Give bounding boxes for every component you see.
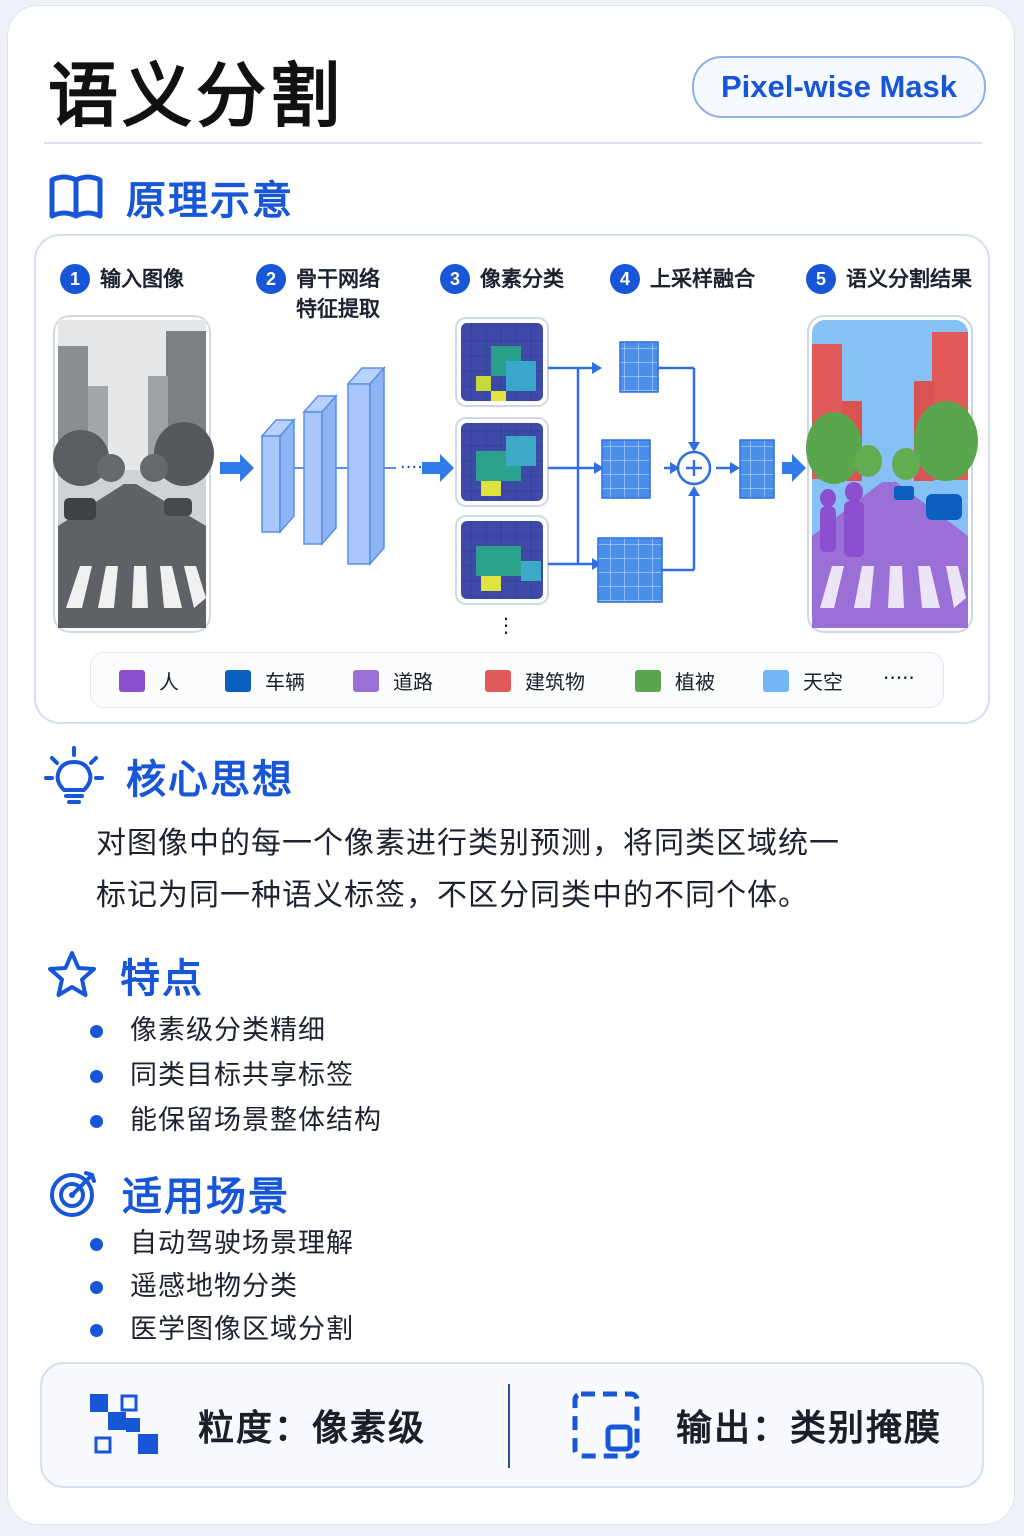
features-list: 像素级分类精细 同类目标共享标签 能保留场景整体结构 xyxy=(88,1008,382,1143)
core-description-line: 对图像中的每一个像素进行类别预测，将同类区域统一 xyxy=(96,826,840,861)
step-number: 2 xyxy=(256,264,286,294)
upsample-grids xyxy=(597,341,775,603)
legend-label: 天空 xyxy=(803,670,843,694)
pixel-grid-icon xyxy=(90,1394,158,1454)
legend-item-sky: 天空 xyxy=(763,666,843,695)
output-text: 输出：类别掩膜 xyxy=(676,1408,943,1449)
step-number: 1 xyxy=(60,264,90,294)
step-label: 语义分割结果 xyxy=(846,267,972,291)
input-image xyxy=(53,315,214,633)
arrow-icon xyxy=(782,454,806,482)
legend-label: 植被 xyxy=(675,670,715,694)
step-label: 骨干网络 xyxy=(296,267,380,291)
book-icon xyxy=(49,174,103,219)
page-title: 语义分割 xyxy=(48,55,344,137)
pixel-class-maps: ⋮ xyxy=(455,317,549,637)
features-heading-text: 特点 xyxy=(120,956,204,1002)
arrow-icon xyxy=(422,454,454,482)
legend-swatch xyxy=(635,669,661,692)
summary-divider xyxy=(508,1384,510,1468)
step-number: 4 xyxy=(610,264,640,294)
features-heading: 特点 xyxy=(46,946,204,1004)
class-legend: 人 车辆 道路 建筑物 植被 天空 ····· xyxy=(90,652,944,708)
legend-label: 车辆 xyxy=(265,670,305,694)
svg-text:⋮: ⋮ xyxy=(496,613,516,637)
principle-heading-text: 原理示意 xyxy=(126,178,294,224)
list-item: 遥感地物分类 xyxy=(88,1265,354,1308)
star-icon xyxy=(48,951,96,997)
scenarios-heading: 适用场景 xyxy=(48,1164,290,1222)
list-item: 能保留场景整体结构 xyxy=(88,1098,382,1143)
legend-swatch xyxy=(353,669,379,692)
granularity-summary: 粒度：像素级 xyxy=(88,1364,426,1486)
legend-swatch xyxy=(763,669,789,692)
mode-badge: Pixel-wise Mask xyxy=(692,56,986,118)
fusion-connectors xyxy=(548,366,730,572)
pipeline-graphic: ···· ⋮ xyxy=(53,315,978,637)
summary-panel: 粒度：像素级 输出：类别掩膜 xyxy=(40,1362,984,1488)
step-label: 输入图像 xyxy=(100,267,184,291)
mask-selection-icon xyxy=(572,1391,640,1459)
segmentation-result-image xyxy=(806,315,978,633)
list-item: 自动驾驶场景理解 xyxy=(88,1222,354,1265)
legend-swatch xyxy=(119,669,145,692)
core-heading: 核心思想 xyxy=(44,746,294,806)
legend-label: 建筑物 xyxy=(525,670,585,694)
step-label-line2: 特征提取 xyxy=(296,297,380,321)
scenarios-list: 自动驾驶场景理解 遥感地物分类 医学图像区域分割 xyxy=(88,1222,354,1351)
output-summary: 输出：类别掩膜 xyxy=(572,1364,942,1486)
legend-swatch xyxy=(485,669,511,692)
step-backbone: 2 骨干网络 特征提取 xyxy=(256,264,380,324)
granularity-text: 粒度：像素级 xyxy=(198,1408,427,1449)
step-result: 5 语义分割结果 xyxy=(806,264,972,294)
backbone-blocks: ···· xyxy=(260,366,423,566)
legend-item-person: 人 xyxy=(119,666,179,695)
arrow-icon xyxy=(220,454,254,482)
svg-text:····: ···· xyxy=(400,457,423,478)
step-number: 5 xyxy=(806,264,836,294)
legend-more: ····· xyxy=(883,666,915,690)
target-icon xyxy=(50,1171,96,1217)
list-item: 医学图像区域分割 xyxy=(88,1308,354,1351)
list-item: 像素级分类精细 xyxy=(88,1008,382,1053)
step-label: 像素分类 xyxy=(480,267,564,291)
legend-swatch xyxy=(225,669,251,692)
legend-item-road: 道路 xyxy=(353,666,433,695)
step-pixel-classification: 3 像素分类 xyxy=(440,264,564,294)
core-heading-text: 核心思想 xyxy=(126,757,294,803)
header-divider xyxy=(44,142,982,144)
legend-label: 道路 xyxy=(393,670,433,694)
principle-heading: 原理示意 xyxy=(48,168,294,226)
legend-item-vegetation: 植被 xyxy=(635,666,715,695)
scenarios-heading-text: 适用场景 xyxy=(122,1174,290,1220)
step-number: 3 xyxy=(440,264,470,294)
plus-circle-icon xyxy=(676,450,712,486)
step-input: 1 输入图像 xyxy=(60,264,184,294)
step-label: 上采样融合 xyxy=(650,267,755,291)
core-description-line: 标记为同一种语义标签，不区分同类中的不同个体。 xyxy=(96,878,809,913)
core-description: 对图像中的每一个像素进行类别预测，将同类区域统一 标记为同一种语义标签，不区分同… xyxy=(96,818,956,922)
list-item: 同类目标共享标签 xyxy=(88,1053,382,1098)
legend-item-vehicle: 车辆 xyxy=(225,666,305,695)
principle-diagram: 1 输入图像 2 骨干网络 特征提取 3 像素分类 4 上采样融合 5 语义分割… xyxy=(34,234,990,724)
step-upsample-fusion: 4 上采样融合 xyxy=(610,264,755,294)
legend-label: 人 xyxy=(159,670,179,694)
legend-item-building: 建筑物 xyxy=(485,666,585,695)
lightbulb-icon xyxy=(44,746,104,804)
